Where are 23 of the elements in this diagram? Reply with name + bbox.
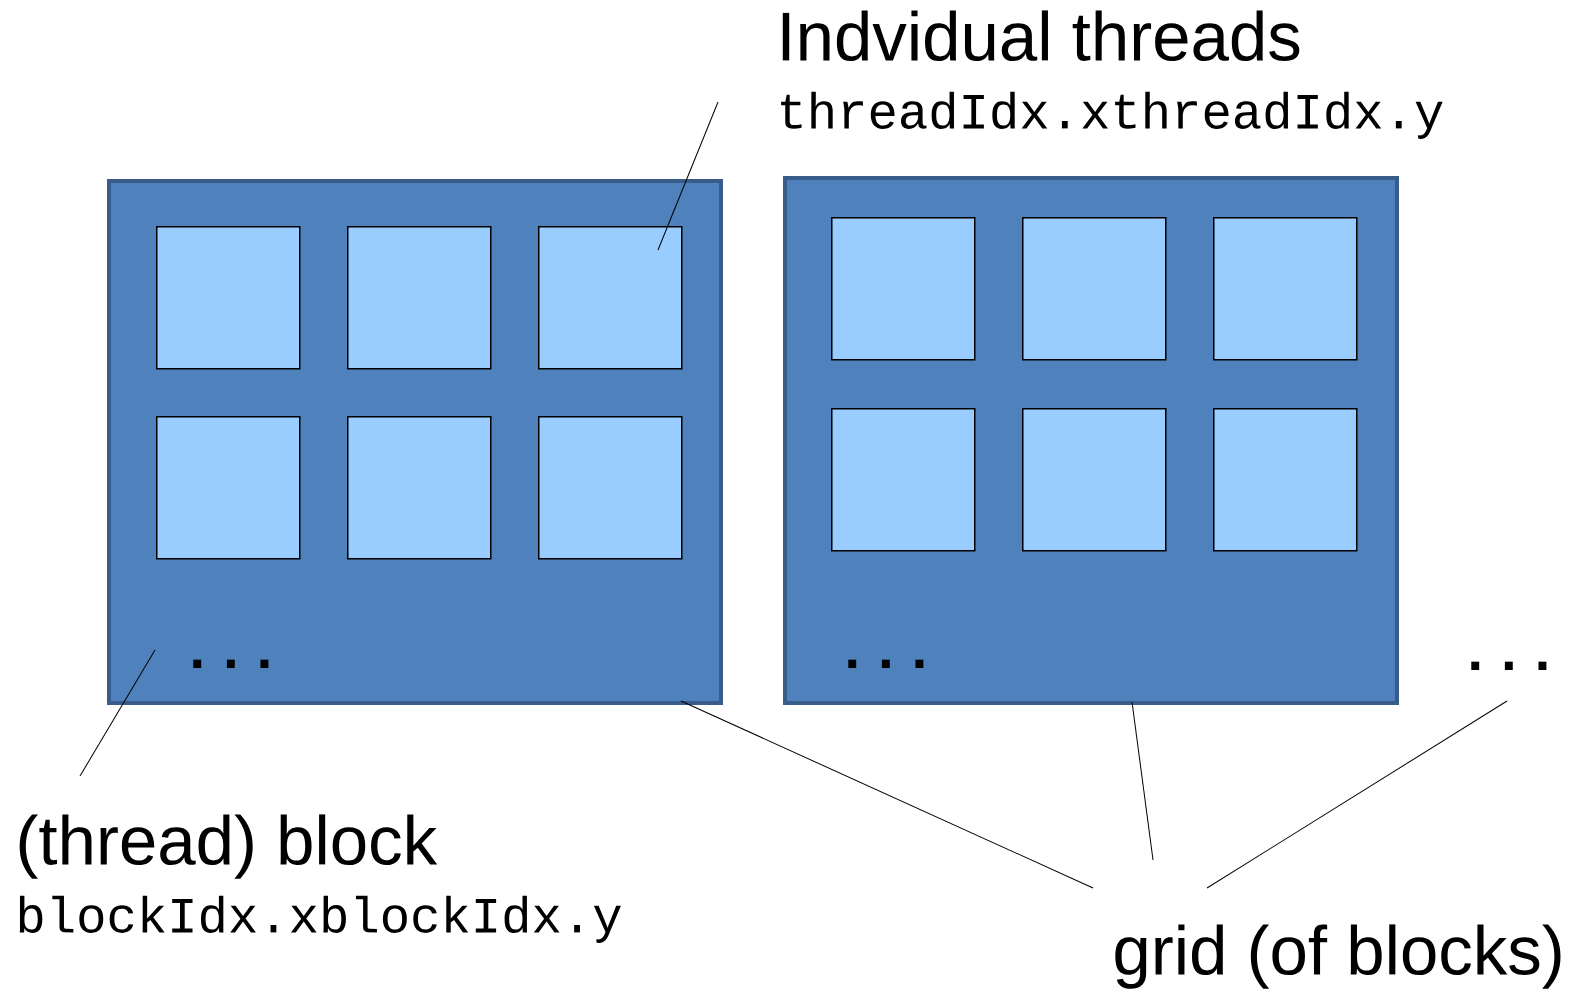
label-text: Indvidual threads threadIdx.xthreadIdx.y (781, 10, 1443, 139)
ellipsis-text: ... (193, 659, 269, 668)
thread-square (831, 217, 976, 361)
thread-square (156, 226, 301, 370)
thread-square (831, 408, 976, 552)
thread-square (347, 416, 492, 560)
thread-square (1022, 408, 1167, 552)
thread-square (538, 416, 683, 560)
leader-line (1131, 701, 1154, 861)
thread-square (347, 226, 492, 370)
leader-line (680, 700, 1094, 889)
label-text: (thread) block blockIdx.xblockIdx.y (19, 814, 621, 943)
thread-square (538, 226, 683, 370)
thread-square (156, 416, 301, 560)
label-text: grid (of blocks) (1115, 924, 1561, 989)
leader-line (1206, 700, 1508, 889)
thread-square (1213, 217, 1358, 361)
thread-square (1213, 408, 1358, 552)
thread-square (1022, 217, 1167, 361)
leader-line (79, 649, 156, 777)
leader-line (657, 101, 719, 251)
ellipsis-text: ... (848, 659, 924, 668)
ellipsis-text: ... (1471, 661, 1547, 670)
